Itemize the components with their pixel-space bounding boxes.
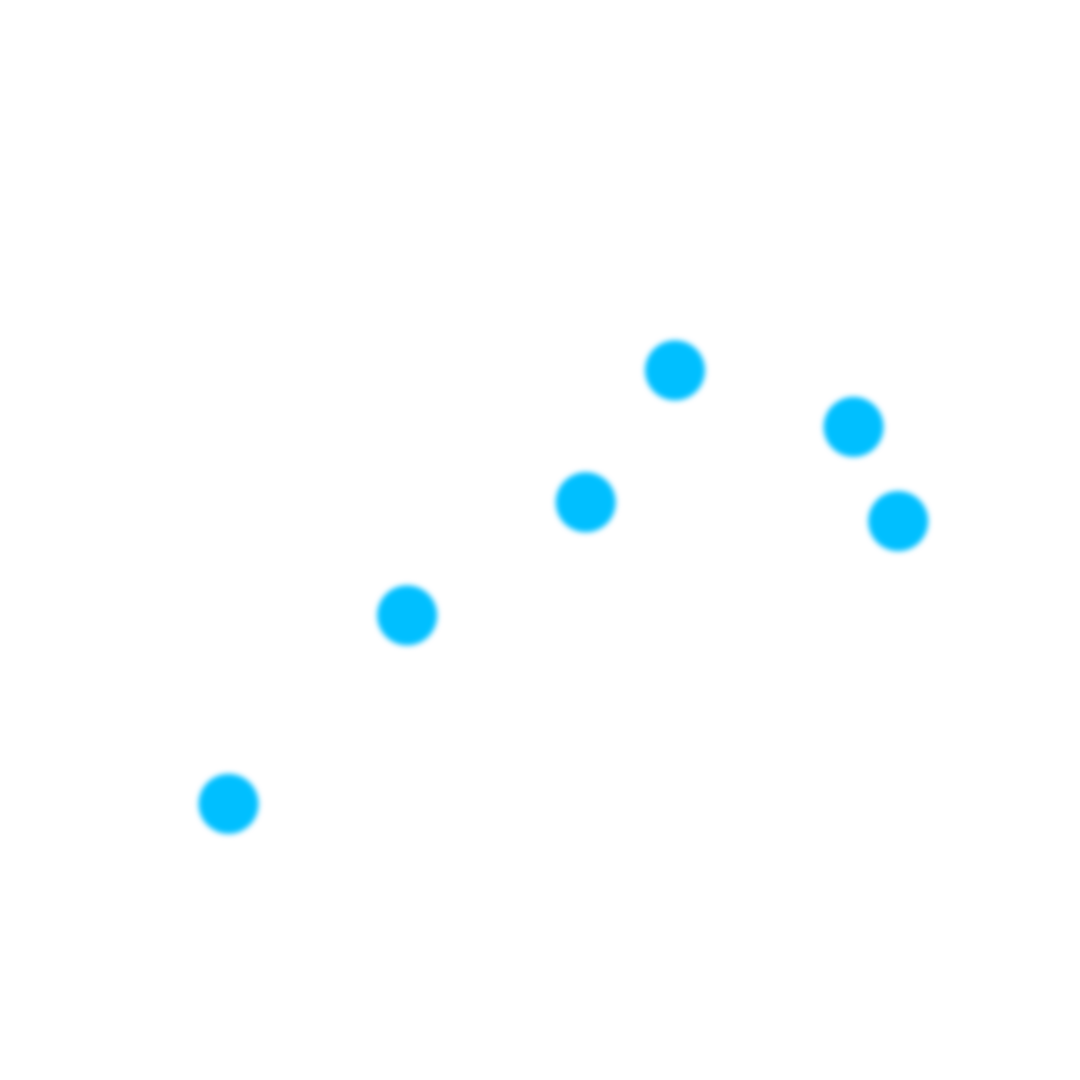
data-point [555,472,616,533]
data-point [868,491,929,552]
data-point [377,585,438,646]
data-points [198,340,929,834]
data-point [645,340,705,401]
data-point [198,773,259,834]
data-point [823,396,884,457]
